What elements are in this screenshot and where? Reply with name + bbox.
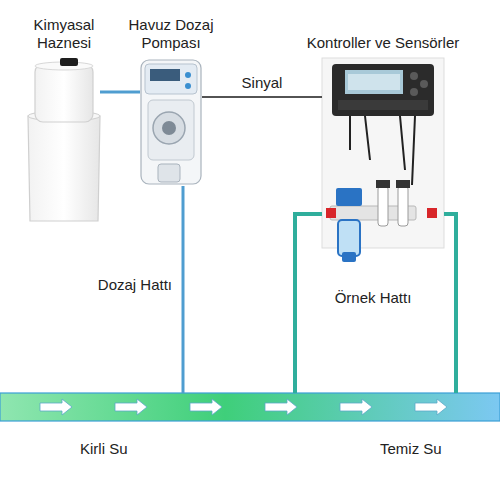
pump-drawing-circle (153, 112, 185, 144)
tank-drawing-path (28, 116, 100, 221)
connector-label: Örnek Hattı (333, 289, 414, 307)
controller-drawing-circle (410, 72, 418, 80)
pump-drawing-rect (145, 64, 197, 94)
controller-drawing-circle (410, 88, 418, 96)
tank-drawing-rect (60, 58, 78, 66)
pipe-drawing (0, 393, 500, 421)
connector-line (100, 91, 140, 94)
pump-drawing-circle (185, 72, 191, 78)
pump-drawing-rect (148, 100, 194, 160)
controller-drawing-circle (420, 80, 428, 88)
connector-label: Sinyal (240, 74, 285, 92)
connector-line (182, 186, 185, 393)
pipe-drawing-g-path (415, 399, 447, 415)
pump-drawing-circle (162, 121, 176, 135)
pipe-drawing-rect (0, 393, 500, 421)
controller-drawing-rect (338, 100, 428, 110)
pipe-drawing-g-path (340, 399, 372, 415)
controller-drawing-path (350, 116, 415, 185)
connector-line (202, 96, 322, 98)
controller-drawing-rect (332, 64, 434, 116)
pipe-drawing-g-path (190, 399, 222, 415)
pump-node: Havuz Dozaj Pompası (140, 58, 202, 186)
pipe-caption: Temiz Su (380, 440, 442, 458)
controller-node: Kontroller ve Sensörler (322, 58, 444, 248)
controller-drawing-rect (427, 208, 437, 218)
node-heading: Havuz Dozaj Pompası (116, 16, 226, 52)
controller-drawing-rect (345, 70, 403, 94)
controller-drawing-rect (348, 74, 400, 90)
pump-drawing-circle (185, 83, 191, 89)
connector-line (444, 214, 456, 393)
pipe-drawing-g-path (40, 399, 72, 415)
tank-drawing-rect (35, 64, 93, 122)
controller-drawing-rect (398, 186, 408, 226)
pipe-drawing-g-path (115, 399, 147, 415)
pipe-band: Kirli SuTemiz Su (0, 393, 500, 421)
tank-drawing (28, 58, 100, 221)
pipe-caption: Kirli Su (80, 440, 128, 458)
pump-drawing-rect (150, 69, 180, 81)
connector-line (295, 214, 322, 393)
pump-drawing-rect (158, 164, 180, 182)
controller-drawing-rect (378, 186, 388, 226)
controller-drawing-rect (336, 188, 362, 206)
node-heading: Kimyasal Haznesi (12, 16, 116, 52)
tank-node: Kimyasal Haznesi (28, 58, 100, 222)
connector-label: Dozaj Hattı (96, 276, 174, 294)
pipe-drawing-g (40, 399, 447, 415)
controller-drawing-rect (326, 208, 336, 218)
controller-drawing-rect (342, 252, 356, 262)
controller-drawing (322, 58, 444, 262)
pump-drawing (141, 60, 201, 184)
controller-drawing-rect (396, 180, 410, 188)
pump-drawing-rect (141, 60, 201, 184)
controller-drawing-rect (338, 220, 360, 256)
controller-drawing-rect (376, 180, 390, 188)
node-heading: Kontroller ve Sensörler (303, 34, 463, 52)
pipe-drawing-g-path (265, 399, 297, 415)
